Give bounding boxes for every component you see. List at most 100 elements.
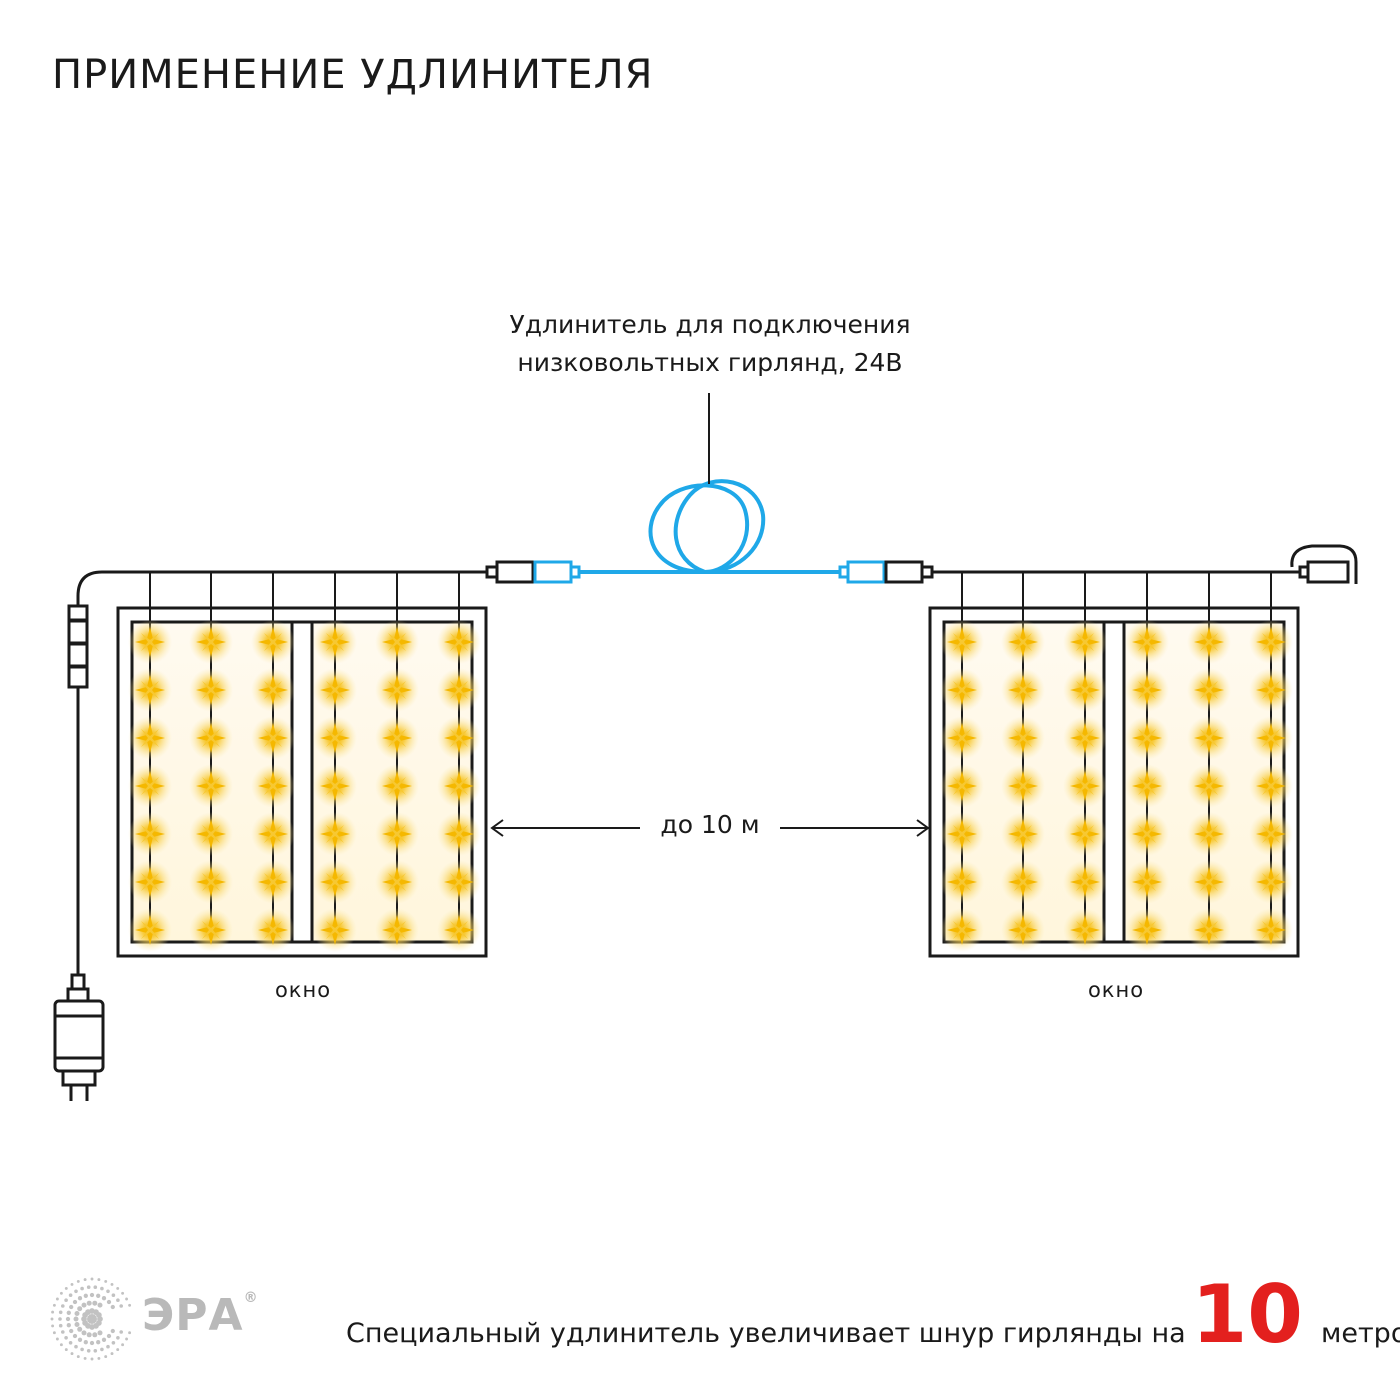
- coil-icon: [579, 479, 840, 574]
- logo-dot: [70, 1282, 74, 1286]
- logo-dot: [128, 1331, 132, 1335]
- logo-dot: [92, 1332, 98, 1338]
- window-label-left: окно: [274, 978, 332, 1002]
- led-star-icon: [128, 860, 172, 904]
- led-star-icon: [313, 620, 357, 664]
- logo-dot: [68, 1341, 73, 1345]
- led-star-icon: [313, 716, 357, 760]
- led-star-icon: [437, 620, 481, 664]
- logo-dot: [83, 1340, 88, 1345]
- footer-text-before: Специальный удлинитель увеличивает шнур …: [346, 1318, 1186, 1349]
- logo-dot: [64, 1336, 68, 1340]
- logo-dot: [106, 1344, 110, 1349]
- led-star-icon: [251, 812, 295, 856]
- led-star-icon: [1001, 764, 1045, 808]
- logo-dot: [52, 1303, 56, 1307]
- led-star-icon: [189, 908, 233, 952]
- logo-dot: [86, 1332, 92, 1338]
- logo-dot: [76, 1279, 80, 1283]
- led-star-icon: [313, 668, 357, 712]
- logo-dot: [116, 1298, 120, 1302]
- led-star-icon: [1187, 668, 1231, 712]
- logo-dot: [81, 1330, 87, 1336]
- logo-dot: [77, 1306, 83, 1312]
- logo-dot: [51, 1324, 55, 1328]
- led-star-icon: [940, 908, 984, 952]
- led-star-icon: [1187, 716, 1231, 760]
- brand-logo: ЭРА®: [142, 1290, 259, 1341]
- led-star-icon: [1001, 860, 1045, 904]
- logo-dot: [128, 1303, 132, 1307]
- led-star-icon: [189, 860, 233, 904]
- led-star-icon: [313, 908, 357, 952]
- window-left: [116, 572, 488, 958]
- window-label-right: окно: [1087, 978, 1145, 1002]
- footer-text-after: метров: [1320, 1318, 1400, 1349]
- logo-dot: [86, 1285, 91, 1289]
- led-star-icon: [128, 716, 172, 760]
- led-star-icon: [1063, 860, 1107, 904]
- callout-line-1: Удлинитель для подключения: [509, 310, 911, 339]
- logo-dot: [73, 1316, 79, 1322]
- led-star-icon: [437, 668, 481, 712]
- led-star-icon: [1249, 860, 1293, 904]
- led-star-icon: [1249, 812, 1293, 856]
- led-star-icon: [1063, 812, 1107, 856]
- logo-dot: [119, 1304, 123, 1308]
- logo-dot: [116, 1336, 120, 1340]
- windows: [116, 572, 1300, 958]
- logo-dot: [110, 1328, 115, 1334]
- led-star-icon: [375, 812, 419, 856]
- logo-dot: [106, 1333, 112, 1339]
- led-star-icon: [251, 716, 295, 760]
- logo-dot: [90, 1357, 94, 1361]
- led-star-icon: [1063, 620, 1107, 664]
- connector-icon-left: [485, 560, 581, 584]
- led-star-icon: [437, 764, 481, 808]
- logo-dot: [50, 1317, 54, 1321]
- logo-dot: [96, 1340, 101, 1345]
- logo-dot: [100, 1286, 104, 1291]
- logo-dot: [64, 1286, 68, 1290]
- distance-label: до 10 м: [640, 810, 780, 839]
- led-star-icon: [1001, 668, 1045, 712]
- logo-dot: [106, 1299, 112, 1305]
- logo-dot: [58, 1310, 63, 1315]
- led-star-icon: [940, 764, 984, 808]
- era-logo-icon: [50, 1277, 132, 1361]
- led-star-icon: [940, 812, 984, 856]
- led-star-icon: [251, 668, 295, 712]
- logo-dot: [97, 1278, 101, 1282]
- logo-dot: [90, 1277, 94, 1281]
- led-star-icon: [1125, 764, 1169, 808]
- led-star-icon: [1187, 764, 1231, 808]
- led-star-icon: [128, 812, 172, 856]
- logo-dot: [93, 1285, 98, 1289]
- led-star-icon: [375, 860, 419, 904]
- logo-dot: [116, 1348, 120, 1352]
- logo-dot: [55, 1297, 59, 1301]
- logo-dot: [55, 1337, 59, 1341]
- logo-dot: [97, 1330, 103, 1336]
- led-star-icon: [1063, 716, 1107, 760]
- logo-dot: [104, 1355, 108, 1359]
- logo-dot: [119, 1330, 123, 1334]
- led-star-icon: [251, 908, 295, 952]
- logo-dot: [83, 1356, 87, 1360]
- footer-caption: Специальный удлинитель увеличивает шнур …: [346, 1268, 1400, 1361]
- logo-dot: [74, 1322, 80, 1327]
- led-star-icon: [940, 716, 984, 760]
- logo-dot: [80, 1286, 84, 1291]
- logo-dot: [80, 1347, 84, 1352]
- logo-dot: [110, 1282, 114, 1286]
- logo-dot: [101, 1337, 107, 1342]
- logo-dot: [68, 1293, 73, 1297]
- logo-dot: [110, 1352, 114, 1356]
- logo-dot: [87, 1314, 97, 1324]
- logo-dot: [74, 1289, 78, 1294]
- logo-dot: [111, 1341, 116, 1345]
- led-star-icon: [1125, 812, 1169, 856]
- led-star-icon: [251, 764, 295, 808]
- logo-dot: [96, 1293, 101, 1298]
- end-cap-icon: [1290, 544, 1358, 584]
